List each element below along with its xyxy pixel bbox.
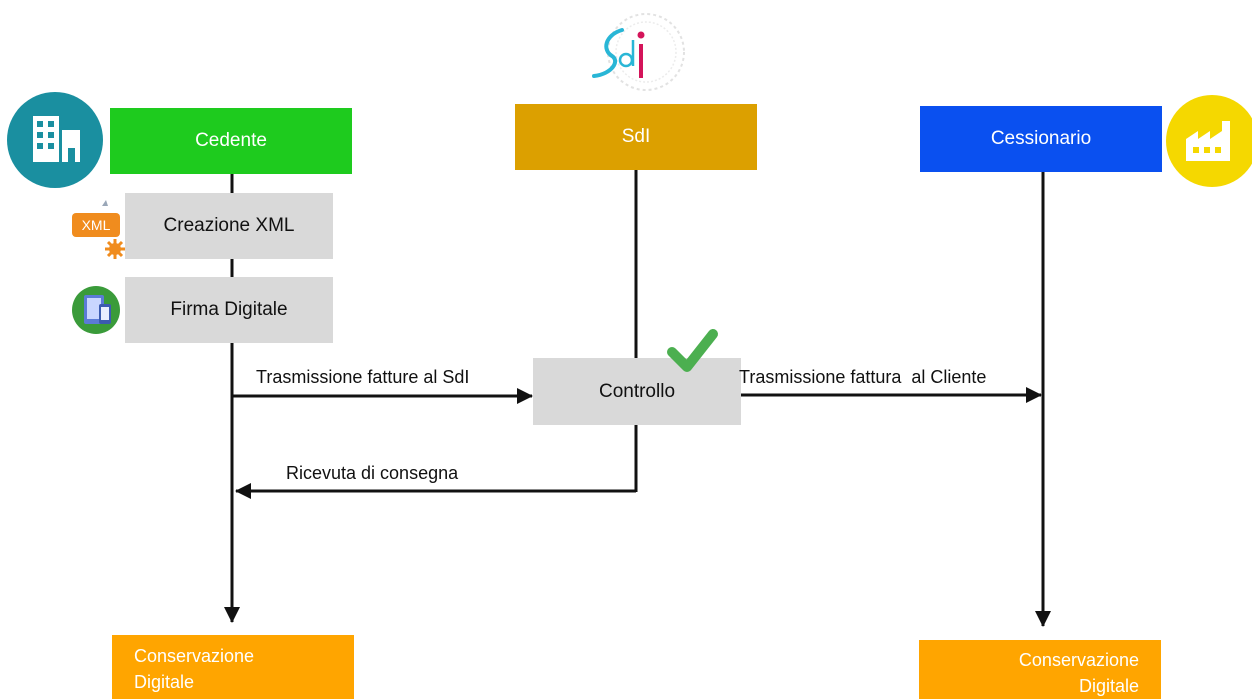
gear-icon <box>102 200 125 259</box>
conservazione-left-line1: Conservazione <box>134 646 255 666</box>
conservazione-right-line1: Conservazione <box>1018 650 1139 670</box>
firma-digitale-step: Firma Digitale <box>125 277 333 343</box>
sdi-header: SdI <box>515 104 757 170</box>
creazione-xml-label: Creazione XML <box>163 215 295 236</box>
building-icon <box>7 92 103 188</box>
cessionario-header: Cessionario <box>920 106 1162 172</box>
xml-file-icon: XML <box>72 198 128 260</box>
xml-badge-label: XML <box>81 217 111 233</box>
cedente-header: Cedente <box>110 108 352 174</box>
conservazione-left-line2: Digitale <box>134 672 195 692</box>
controllo-label: Controllo <box>598 380 676 402</box>
controllo-step: Controllo <box>533 358 741 425</box>
trasmissione-cliente-label: Trasmissione fattura al Cliente <box>739 367 987 387</box>
creazione-xml-step: Creazione XML <box>125 193 333 259</box>
trasmissione-sdi-label: Trasmissione fatture al SdI <box>256 367 470 387</box>
cedente-label: Cedente <box>195 130 267 151</box>
conservazione-right-line2: Digitale <box>1078 676 1139 696</box>
ricevuta-label: Ricevuta di consegna <box>286 463 459 483</box>
cessionario-label: Cessionario <box>990 128 1092 149</box>
conservazione-left: Conservazione Digitale <box>112 635 354 699</box>
conservazione-right: Conservazione Digitale <box>919 640 1161 699</box>
sdi-label: SdI <box>621 126 651 147</box>
factory-icon <box>1166 95 1252 187</box>
firma-digitale-label: Firma Digitale <box>170 299 288 320</box>
tablet-icon <box>72 286 120 334</box>
